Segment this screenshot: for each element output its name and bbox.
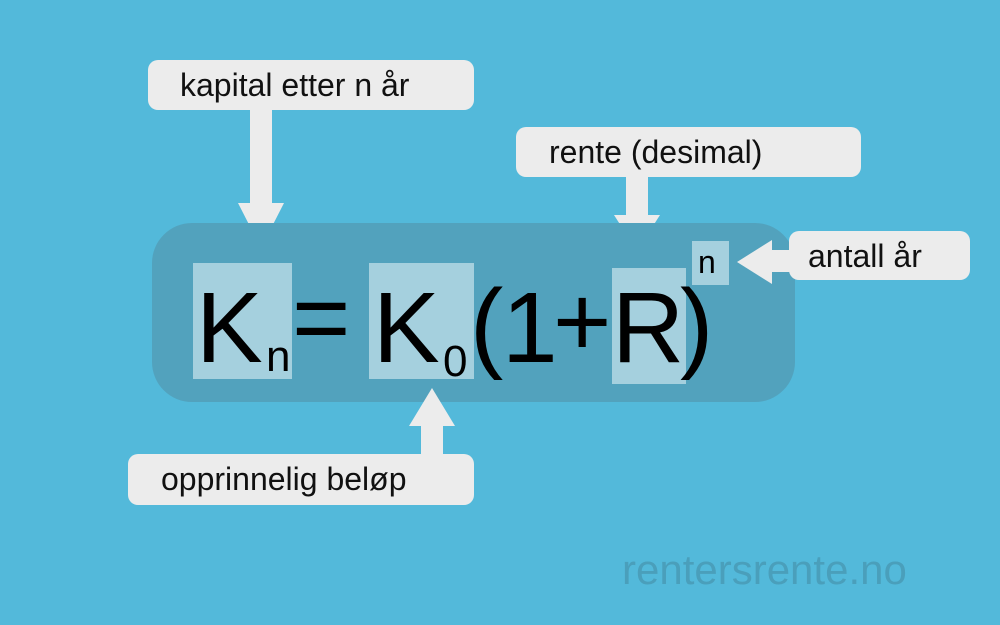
label-number-of-years-text: antall år — [808, 238, 922, 274]
highlight-kn — [193, 263, 292, 379]
label-capital-after-n-years: kapital etter n år — [148, 60, 474, 110]
highlight-exponent-n — [692, 241, 729, 285]
arrow-up-icon — [409, 388, 455, 426]
formula-close-paren: ) — [680, 269, 714, 381]
formula-open-paren: ( — [470, 269, 504, 381]
arrow-shaft-years — [770, 250, 792, 272]
label-number-of-years: antall år — [789, 231, 970, 280]
formula-r: R — [612, 272, 685, 384]
arrow-shaft-k0 — [421, 425, 443, 457]
label-capital-after-n-years-text: kapital etter n år — [180, 67, 410, 103]
formula-plus: + — [553, 266, 612, 378]
highlight-r — [612, 268, 686, 384]
formula-subscript-n: n — [266, 332, 291, 381]
label-original-amount-text: opprinnelig beløp — [161, 461, 407, 497]
label-rate: rente (desimal) — [516, 127, 861, 177]
arrow-shaft-kn — [250, 110, 272, 205]
formula-equals: = — [292, 262, 351, 374]
label-original-amount: opprinnelig beløp — [128, 454, 474, 505]
arrow-left-icon — [737, 240, 772, 284]
formula-exponent-n: n — [698, 244, 716, 280]
label-rate-text: rente (desimal) — [549, 134, 763, 170]
formula-k0: K — [373, 272, 440, 384]
watermark: rentersrente.no — [622, 546, 907, 593]
formula-one: 1 — [502, 272, 558, 384]
highlight-k0 — [369, 263, 474, 379]
formula-k: K — [196, 272, 263, 384]
arrow-shaft-rate — [626, 177, 648, 217]
formula-subscript-0: 0 — [443, 337, 468, 386]
